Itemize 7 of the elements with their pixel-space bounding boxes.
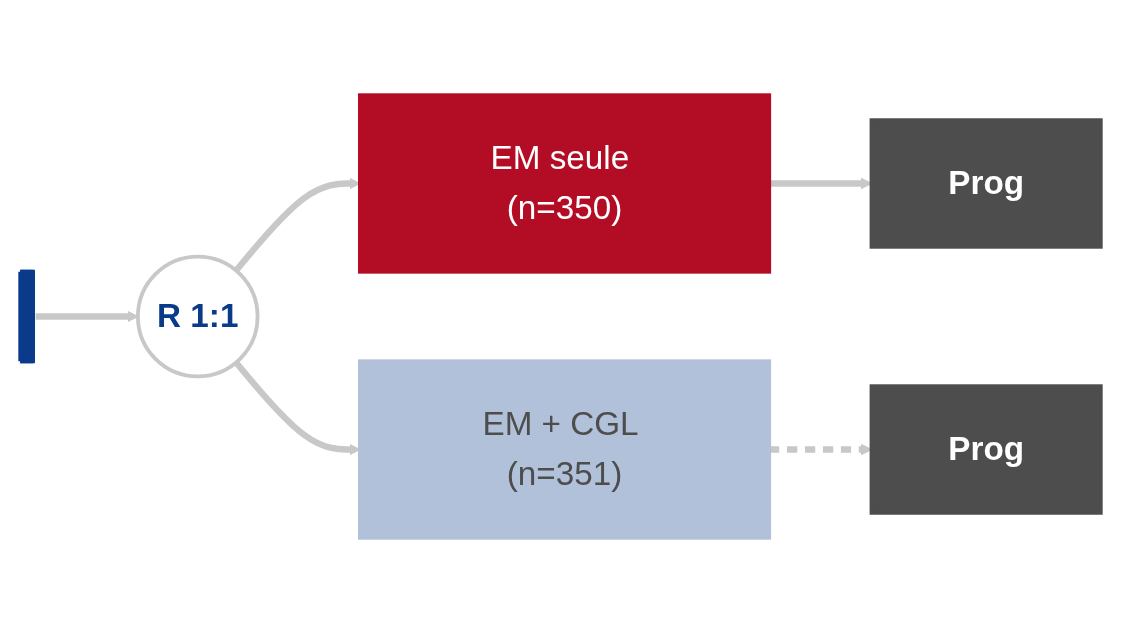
node-box: Prog (869, 118, 1103, 249)
node-box: EM seule (n=350) (358, 93, 772, 274)
node-box: EM + CGL (n=351) (358, 359, 772, 540)
arrow (769, 177, 873, 190)
node-box: Prog (869, 384, 1103, 515)
node-circle: R 1:1 (136, 254, 260, 379)
arrow (769, 443, 873, 456)
